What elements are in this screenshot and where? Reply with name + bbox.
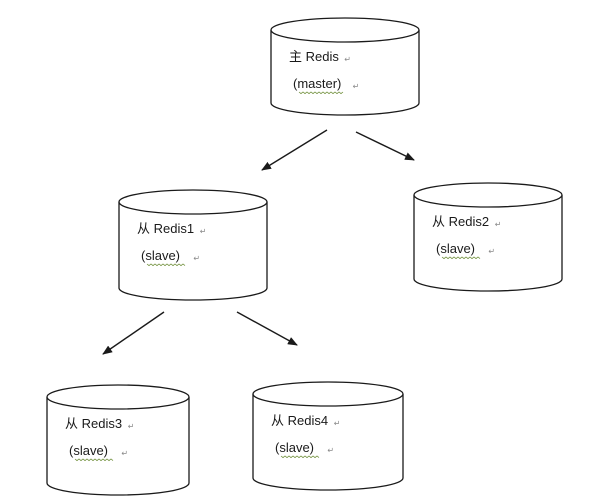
- paragraph-mark-icon: ↵: [121, 449, 128, 458]
- spellcheck-underline: [74, 458, 114, 462]
- node-redis3: 从 Redis3 ↵ (slave) ↵: [46, 384, 190, 496]
- arrow-redis1-to-redis3: [102, 311, 165, 355]
- spellcheck-underline: [280, 455, 320, 459]
- paragraph-mark-icon: ↵: [353, 82, 360, 91]
- arrow-redis1-to-redis4: [236, 311, 298, 346]
- cylinder-top: [252, 381, 404, 407]
- spellcheck-underline: [441, 256, 481, 260]
- paragraph-mark-icon: ↵: [200, 227, 207, 236]
- paragraph-mark-icon: ↵: [334, 419, 341, 428]
- node-master: 主 Redis ↵ (master) ↵: [270, 17, 420, 116]
- paragraph-mark-icon: ↵: [488, 247, 495, 256]
- node-title: 从 Redis3: [65, 416, 122, 431]
- cylinder-body: [118, 202, 268, 301]
- arrow-master-to-redis1: [261, 129, 328, 171]
- node-subtitle: (slave): [275, 440, 314, 455]
- node-redis1: 从 Redis1 ↵ (slave) ↵: [118, 189, 268, 301]
- paragraph-mark-icon: ↵: [327, 446, 334, 455]
- spellcheck-underline: [298, 91, 344, 95]
- cylinder-top: [118, 189, 268, 215]
- node-title: 从 Redis2: [432, 214, 489, 229]
- cylinder-body: [252, 394, 404, 491]
- node-subtitle: (slave): [436, 241, 475, 256]
- node-redis4: 从 Redis4 ↵ (slave) ↵: [252, 381, 404, 491]
- edges-layer: [102, 129, 415, 355]
- node-subtitle: (slave): [69, 443, 108, 458]
- paragraph-mark-icon: ↵: [344, 55, 351, 64]
- node-title: 主 Redis: [289, 49, 339, 64]
- cylinder-body: [270, 30, 420, 116]
- arrow-master-to-redis2: [355, 131, 415, 161]
- cylinder-body: [46, 397, 190, 496]
- node-subtitle: (master): [293, 76, 341, 91]
- paragraph-mark-icon: ↵: [495, 220, 502, 229]
- paragraph-mark-icon: ↵: [128, 422, 135, 431]
- cylinder-top: [46, 384, 190, 410]
- paragraph-mark-icon: ↵: [193, 254, 200, 263]
- node-redis2: 从 Redis2 ↵ (slave) ↵: [413, 182, 563, 292]
- node-title: 从 Redis1: [137, 221, 194, 236]
- cylinder-top: [413, 182, 563, 208]
- node-title: 从 Redis4: [271, 413, 328, 428]
- node-subtitle: (slave): [141, 248, 180, 263]
- cylinder-top: [270, 17, 420, 43]
- nodes-layer: 主 Redis↵(master)↵从 Redis1↵(slave)↵从 Redi…: [46, 17, 563, 496]
- cylinder-body: [413, 195, 563, 292]
- spellcheck-underline: [146, 263, 186, 267]
